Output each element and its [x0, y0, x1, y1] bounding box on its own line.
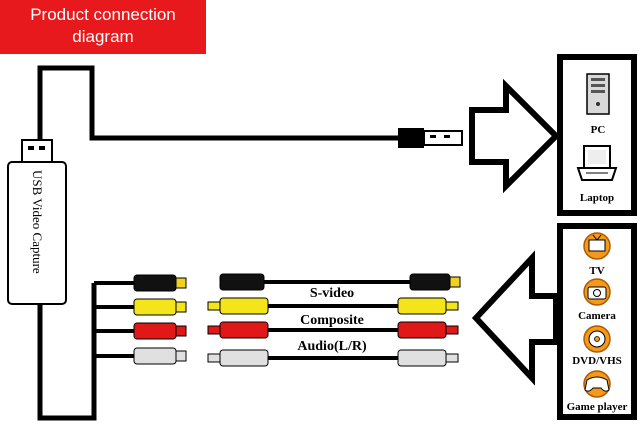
audio-white-plug-left — [133, 347, 187, 365]
composite-cable — [207, 297, 459, 315]
arrow-to-computer-icon — [469, 78, 561, 194]
output-label-laptop: Laptop — [580, 192, 614, 204]
cable-label-audio: Audio(L/R) — [297, 339, 367, 354]
cable-branches — [94, 281, 134, 358]
composite-plug-left — [133, 298, 187, 316]
input-label-dvd: DVD/VHS — [572, 355, 622, 367]
diagram-title: Product connection diagram — [0, 0, 206, 54]
cable-label-svideo: S-video — [310, 286, 354, 301]
capture-device-label: USB Video Capture — [30, 170, 45, 274]
output-label-pc: PC — [591, 124, 606, 136]
usb-plug-icon — [398, 128, 463, 148]
capture-cable — [37, 283, 97, 421]
input-label-tv: TV — [589, 265, 604, 277]
audio-white-cable — [207, 349, 459, 367]
usb-video-capture-device: USB Video Capture — [7, 139, 67, 305]
arrow-from-sources-icon — [471, 250, 559, 386]
tv-icon — [583, 232, 611, 260]
diagram-title-line1: Product connection — [30, 5, 176, 24]
svideo-cable — [219, 273, 461, 291]
output-panel: PC Laptop — [557, 54, 637, 216]
gamepad-icon — [583, 370, 611, 398]
input-label-camera: Camera — [578, 310, 616, 322]
diagram-title-line2: diagram — [72, 27, 134, 46]
pc-tower-icon — [586, 73, 610, 115]
dvd-icon — [583, 325, 611, 353]
camera-icon — [583, 278, 611, 306]
audio-red-cable — [207, 321, 459, 339]
usb-cable — [37, 65, 400, 141]
input-panel: TV Camera DVD/VHS Game player — [557, 223, 637, 420]
input-label-game-player: Game player — [567, 401, 628, 413]
svideo-plug-left — [133, 274, 187, 292]
laptop-icon — [576, 145, 618, 181]
cable-label-composite: Composite — [300, 313, 364, 328]
audio-red-plug-left — [133, 322, 187, 340]
